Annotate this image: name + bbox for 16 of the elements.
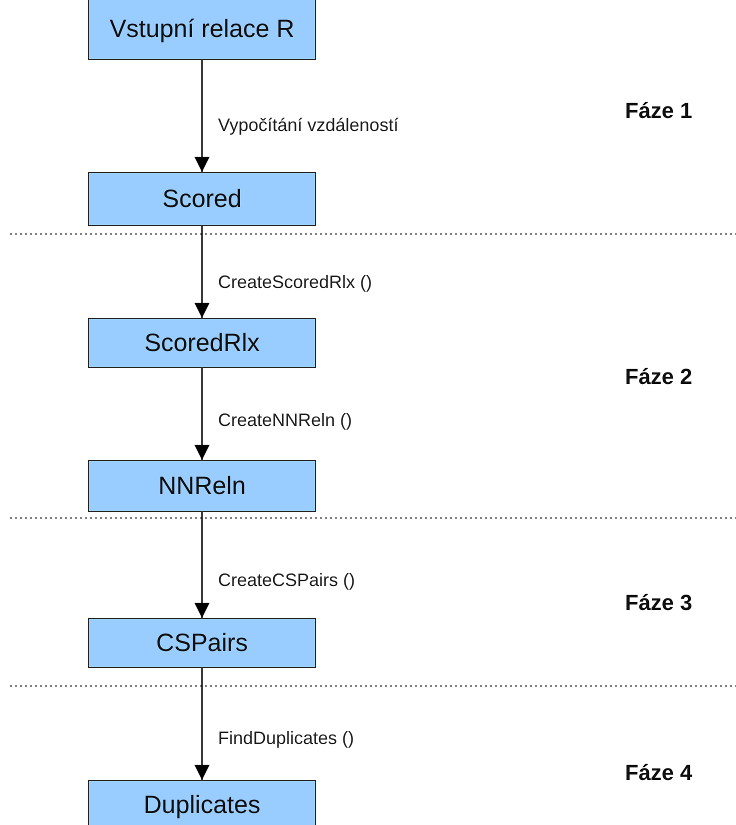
process-box: Vstupní relace R: [88, 0, 316, 60]
phase-label: Fáze 3: [625, 590, 692, 616]
process-box: CSPairs: [88, 618, 316, 668]
process-box: NNReln: [88, 460, 316, 512]
process-box: Scored: [88, 172, 316, 226]
phase-label: Fáze 2: [625, 364, 692, 390]
edge-label: Vypočítání vzdáleností: [216, 115, 400, 136]
process-box: Duplicates: [88, 780, 316, 825]
arrow: [194, 60, 210, 172]
arrow: [194, 512, 210, 618]
arrow: [194, 668, 210, 780]
process-box: ScoredRlx: [88, 318, 316, 368]
phase-label: Fáze 1: [625, 98, 692, 124]
phase-label: Fáze 4: [625, 760, 692, 786]
arrow: [194, 226, 210, 318]
arrow: [194, 368, 210, 460]
